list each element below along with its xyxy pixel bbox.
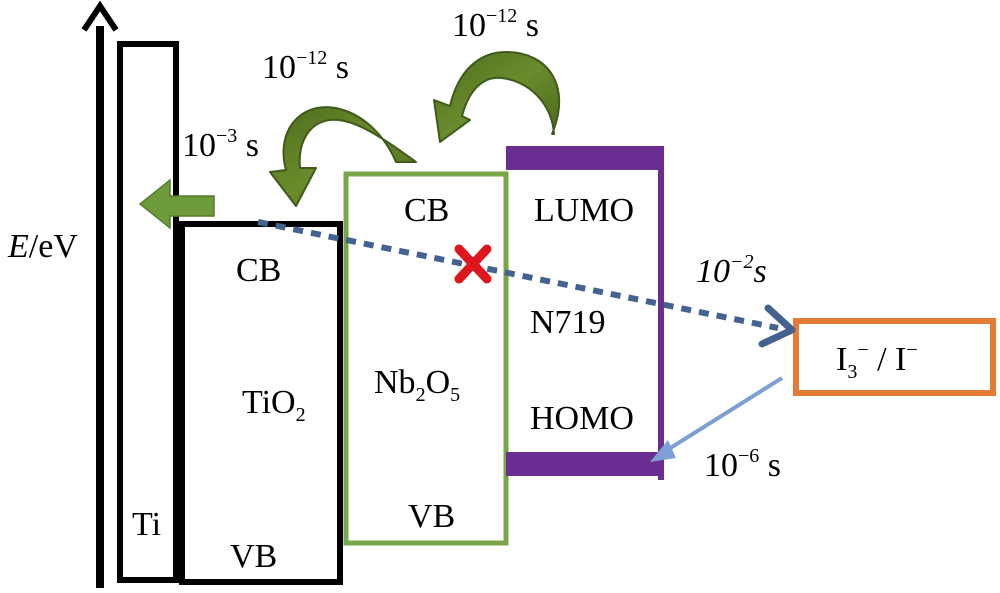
nb2o5-name-b: O xyxy=(425,364,451,401)
n719-homo-label: HOMO xyxy=(530,400,634,437)
time-exp: −12 xyxy=(296,47,328,69)
time-base: 10 xyxy=(704,447,738,484)
injection-to-ti-arrow xyxy=(138,178,215,230)
energy-axis-arrowhead xyxy=(81,0,119,32)
time-base: 10 xyxy=(452,7,486,44)
n719-side-bar xyxy=(658,146,664,480)
time-unit: s xyxy=(237,127,260,164)
nb2o5-vb-label: VB xyxy=(408,498,456,535)
time-dye-injection: 10−12 s xyxy=(452,6,539,43)
time-exp: −2 xyxy=(730,251,754,273)
electrolyte-i3-sup: − xyxy=(857,339,869,361)
time-recombination: 10−2s xyxy=(696,252,767,289)
n719-name-label: N719 xyxy=(530,304,606,341)
regeneration-arrow-line xyxy=(662,376,784,454)
energy-axis-symbol: E xyxy=(8,228,29,265)
time-ti-injection: 10−3 s xyxy=(182,126,259,163)
lumo-to-nb2o5-curved-arrow xyxy=(433,51,561,143)
time-base: 10 xyxy=(182,127,216,164)
time-regeneration: 10−6 s xyxy=(704,446,781,483)
n719-lumo-bar xyxy=(506,146,662,170)
ti-block xyxy=(117,41,179,583)
time-base: 10 xyxy=(262,49,296,86)
regeneration-arrowhead xyxy=(650,440,676,462)
time-unit: s xyxy=(327,49,350,86)
energy-axis-label: E/eV xyxy=(8,230,78,264)
ti-label: Ti xyxy=(132,506,162,543)
nb2o5-to-tio2-curved-arrow xyxy=(269,106,417,207)
time-exp: −12 xyxy=(486,5,518,27)
tio2-name-main: TiO xyxy=(242,384,296,421)
electrolyte-box xyxy=(793,318,996,396)
time-exp: −6 xyxy=(738,445,760,467)
electrolyte-i-sup: − xyxy=(906,339,918,361)
recombination-arrowhead xyxy=(758,304,796,348)
nb2o5-name-sub2: 5 xyxy=(450,384,461,406)
tio2-vb-label: VB xyxy=(230,538,278,575)
electrolyte-i3-sub: 3 xyxy=(847,361,858,383)
n719-lumo-label: LUMO xyxy=(534,192,635,229)
electrolyte-sep: / I xyxy=(868,341,907,378)
nb2o5-block xyxy=(343,171,509,546)
time-base: 10 xyxy=(696,253,730,290)
nb2o5-name-sub1: 2 xyxy=(415,384,426,406)
tio2-cb-label: CB xyxy=(236,252,282,289)
time-exp: −3 xyxy=(216,125,238,147)
time-unit: s xyxy=(759,447,782,484)
time-tio2-transfer: 10−12 s xyxy=(262,48,349,85)
blocked-transfer-mark xyxy=(454,244,492,284)
energy-axis-unit: /eV xyxy=(28,228,78,265)
tio2-name-label: TiO2 xyxy=(242,384,306,426)
electrolyte-i3: I xyxy=(836,341,848,378)
nb2o5-name-label: Nb2O5 xyxy=(374,364,461,406)
nb2o5-cb-label: CB xyxy=(404,192,450,229)
n719-homo-bar xyxy=(506,452,662,476)
time-unit: s xyxy=(753,253,767,290)
time-unit: s xyxy=(517,7,540,44)
electrolyte-label: I3− / I− xyxy=(836,340,918,382)
tio2-name-sub: 2 xyxy=(295,404,306,426)
nb2o5-name-a: Nb xyxy=(374,364,416,401)
